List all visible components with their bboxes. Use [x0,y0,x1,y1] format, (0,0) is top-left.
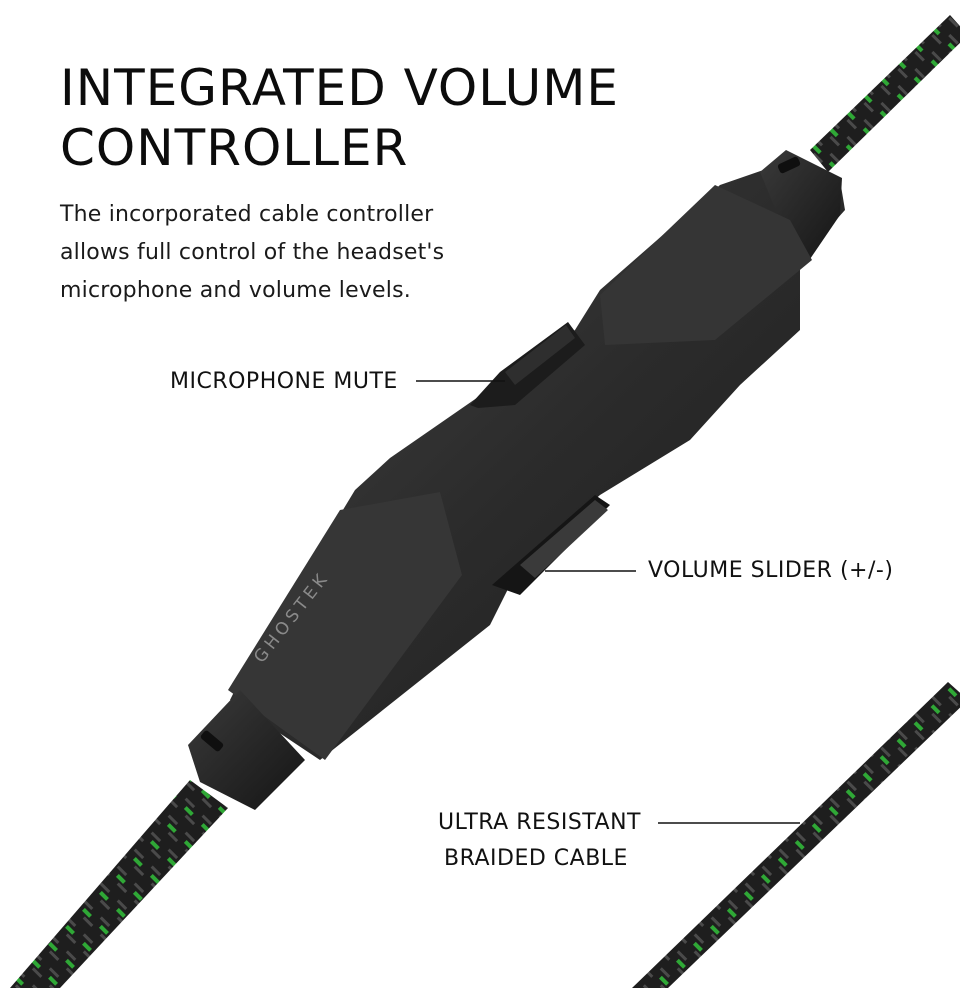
description: The incorporated cable controller allows… [60,196,444,310]
lower-left-braided-cable [10,780,228,988]
callout-volume-slider: VOLUME SLIDER (+/-) [648,558,894,583]
callout-microphone-mute: MICROPHONE MUTE [170,369,398,394]
description-line-1: The incorporated cable controller [60,202,434,227]
volume-slider-wheel [492,495,610,595]
microphone-mute-button [470,322,585,408]
description-line-2: allows full control of the headset's [60,240,445,265]
upper-braided-cable [810,15,960,172]
controller-housing: GHOSTEK [188,150,845,810]
callout-cable-line-2: BRAIDED CABLE [444,846,628,871]
description-line-3: microphone and volume levels. [60,278,411,303]
headline-line-1: INTEGRATED VOLUME [60,59,619,117]
headline-line-2: CONTROLLER [60,119,409,177]
callout-cable-line-1: ULTRA RESISTANT [438,810,641,835]
headline: INTEGRATED VOLUME CONTROLLER [60,58,619,178]
lower-right-braided-cable [632,682,960,988]
